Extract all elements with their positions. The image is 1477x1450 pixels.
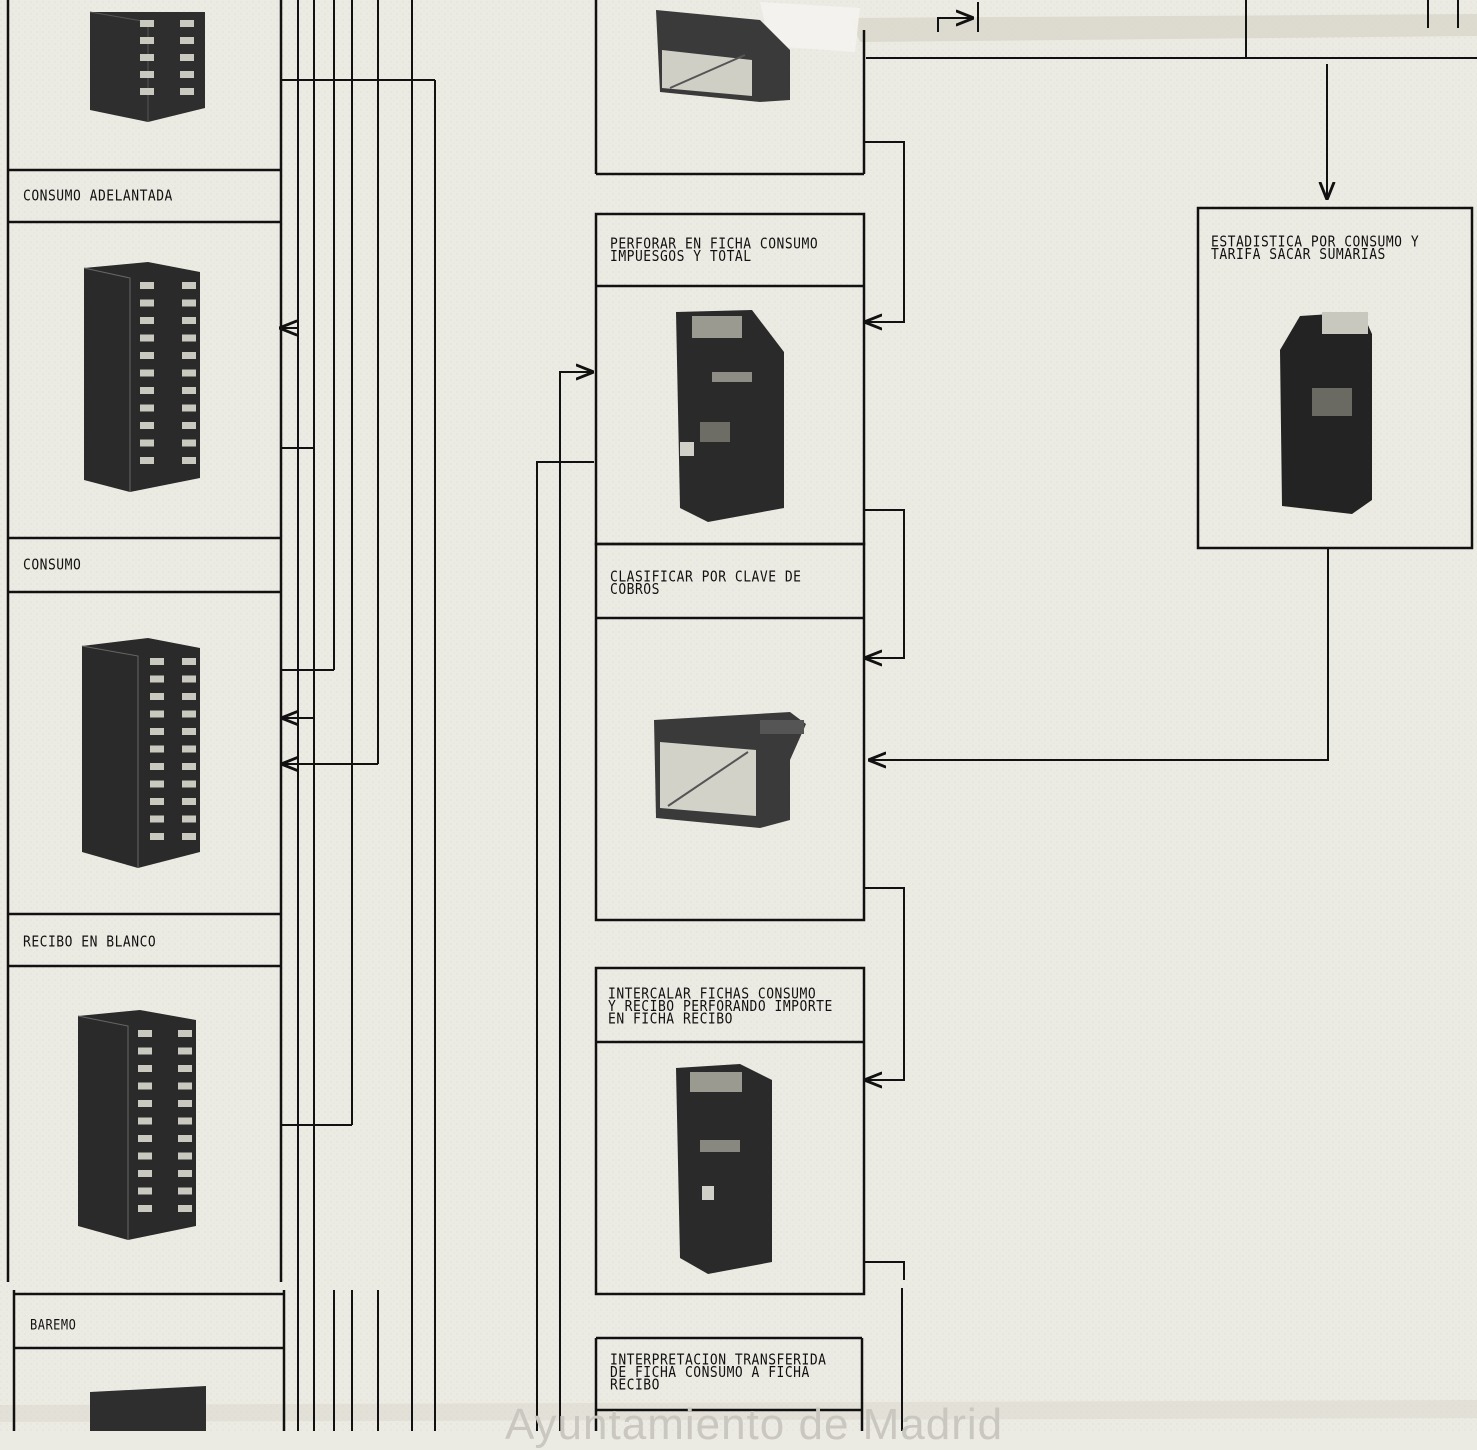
label-perforar: PERFORAR EN FICHA CONSUMO IMPUESGOS Y TO… <box>610 238 818 263</box>
drawer-label <box>140 37 154 44</box>
drawer-label <box>178 1030 192 1037</box>
drawer-label <box>150 798 164 805</box>
drawer-label <box>182 440 196 447</box>
drawer-label <box>150 746 164 753</box>
drawer-label <box>178 1083 192 1090</box>
drawer-label <box>182 370 196 377</box>
drawer-label <box>140 317 154 324</box>
drawer-label <box>140 54 154 61</box>
drawer-label <box>140 352 154 359</box>
drawer-label <box>140 88 154 95</box>
drawer-label <box>180 88 194 95</box>
drawer-label <box>140 422 154 429</box>
drawer-label <box>150 763 164 770</box>
file-cabinet-icon <box>90 12 205 122</box>
collator-machine-icon <box>676 1064 772 1274</box>
drawer-label <box>178 1188 192 1195</box>
drawer-label <box>138 1170 152 1177</box>
drawer-label <box>150 711 164 718</box>
label-clasificar: CLASIFICAR POR CLAVE DE COBROS <box>610 571 802 596</box>
drawer-label <box>150 728 164 735</box>
drawer-label <box>182 317 196 324</box>
drawer-label <box>138 1135 152 1142</box>
sorter-machine-icon <box>654 712 806 828</box>
drawer-label <box>150 658 164 665</box>
drawer-label <box>138 1083 152 1090</box>
label-estadistica: ESTADISTICA POR CONSUMO Y TARIFA SACAR S… <box>1211 236 1419 261</box>
drawer-label <box>140 335 154 342</box>
drawer-label <box>140 387 154 394</box>
drawer-label <box>182 300 196 307</box>
drawer-label <box>138 1188 152 1195</box>
drawer-label <box>140 405 154 412</box>
drawer-label <box>140 457 154 464</box>
drawer-label <box>178 1065 192 1072</box>
drawer-label <box>182 728 196 735</box>
drawer-label <box>182 282 196 289</box>
drawer-label <box>138 1118 152 1125</box>
drawer-label <box>182 781 196 788</box>
drawer-label <box>182 693 196 700</box>
label-baremo: BAREMO <box>30 1319 76 1332</box>
drawer-label <box>182 676 196 683</box>
drawer-label <box>180 71 194 78</box>
drawer-label <box>182 711 196 718</box>
drawer-label <box>182 405 196 412</box>
drawer-label <box>140 440 154 447</box>
drawer-label <box>150 816 164 823</box>
drawer-label <box>138 1065 152 1072</box>
label-consumo: CONSUMO <box>23 559 81 572</box>
label-interpretacion: INTERPRETACION TRANSFERIDA DE FICHA CONS… <box>610 1354 827 1392</box>
drawer-label <box>182 816 196 823</box>
drawer-label <box>140 370 154 377</box>
label-recibo-en-blanco: RECIBO EN BLANCO <box>23 936 156 949</box>
drawer-label <box>140 71 154 78</box>
drawer-label <box>138 1100 152 1107</box>
drawer-label <box>150 833 164 840</box>
drawer-label <box>138 1205 152 1212</box>
drawer-label <box>178 1048 192 1055</box>
drawer-label <box>178 1135 192 1142</box>
drawer-label <box>182 387 196 394</box>
drawer-label <box>138 1153 152 1160</box>
tabulator-machine-icon <box>1280 312 1372 514</box>
drawer-label <box>178 1205 192 1212</box>
drawer-label <box>178 1153 192 1160</box>
watermark-text: Ayuntamiento de Madrid <box>505 1400 1003 1450</box>
drawer-label <box>182 746 196 753</box>
label-intercalar: INTERCALAR FICHAS CONSUMO Y RECIBO PERFO… <box>608 988 833 1026</box>
drawer-label <box>150 693 164 700</box>
drawer-label <box>182 457 196 464</box>
drawer-label <box>140 20 154 27</box>
drawer-label <box>182 763 196 770</box>
drawer-label <box>182 833 196 840</box>
drawer-label <box>182 422 196 429</box>
drawer-label <box>150 781 164 788</box>
drawer-label <box>140 282 154 289</box>
drawer-label <box>180 20 194 27</box>
file-cabinet-icon <box>90 1386 206 1431</box>
drawer-label <box>150 676 164 683</box>
drawer-label <box>178 1170 192 1177</box>
drawer-label <box>178 1100 192 1107</box>
drawer-label <box>182 335 196 342</box>
keypunch-machine-icon <box>676 310 784 522</box>
label-consumo-adelantada: CONSUMO ADELANTADA <box>23 190 173 203</box>
drawer-label <box>180 37 194 44</box>
drawer-label <box>182 798 196 805</box>
drawer-label <box>140 300 154 307</box>
drawer-label <box>138 1048 152 1055</box>
drawer-label <box>180 54 194 61</box>
drawer-label <box>182 352 196 359</box>
drawer-label <box>138 1030 152 1037</box>
drawer-label <box>178 1118 192 1125</box>
drawer-label <box>182 658 196 665</box>
